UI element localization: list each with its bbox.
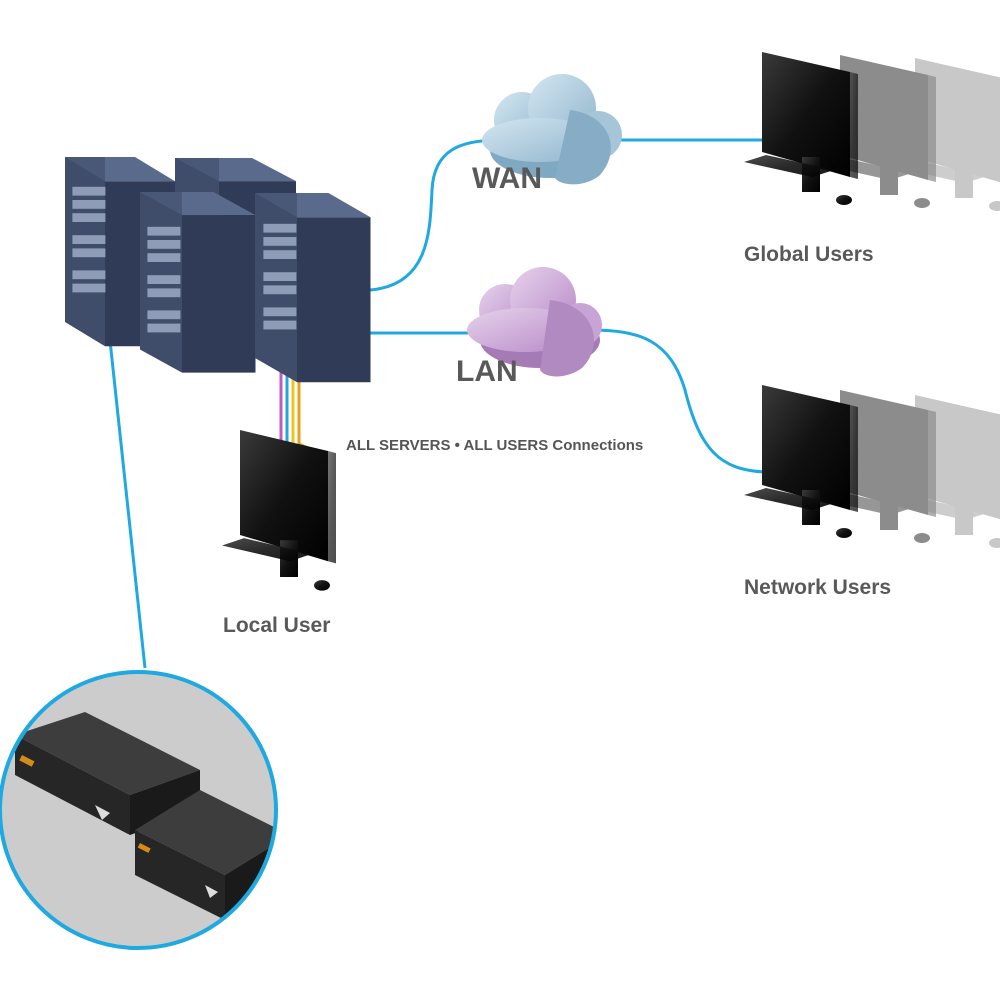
wan-label: WAN [472, 162, 542, 195]
wan-link [369, 138, 501, 292]
global-users-label: Global Users [744, 243, 874, 266]
lan-cloud-icon [467, 267, 602, 377]
global-users-workstations [744, 52, 1000, 211]
wan-cloud-icon [482, 74, 622, 185]
lan-to-network-link [589, 328, 766, 474]
network-users-workstations [744, 385, 1000, 548]
local-user-label: Local User [223, 614, 330, 637]
monitor-icon [222, 430, 336, 591]
network-users-label: Network Users [744, 576, 891, 599]
lan-label: LAN [456, 355, 518, 388]
monitor-icon [744, 52, 858, 205]
kvm-extender-zoom [0, 670, 278, 950]
connections-caption: ALL SERVERS • ALL USERS Connections [346, 437, 643, 454]
monitor-icon [744, 385, 858, 538]
local-user-workstation [222, 430, 336, 591]
